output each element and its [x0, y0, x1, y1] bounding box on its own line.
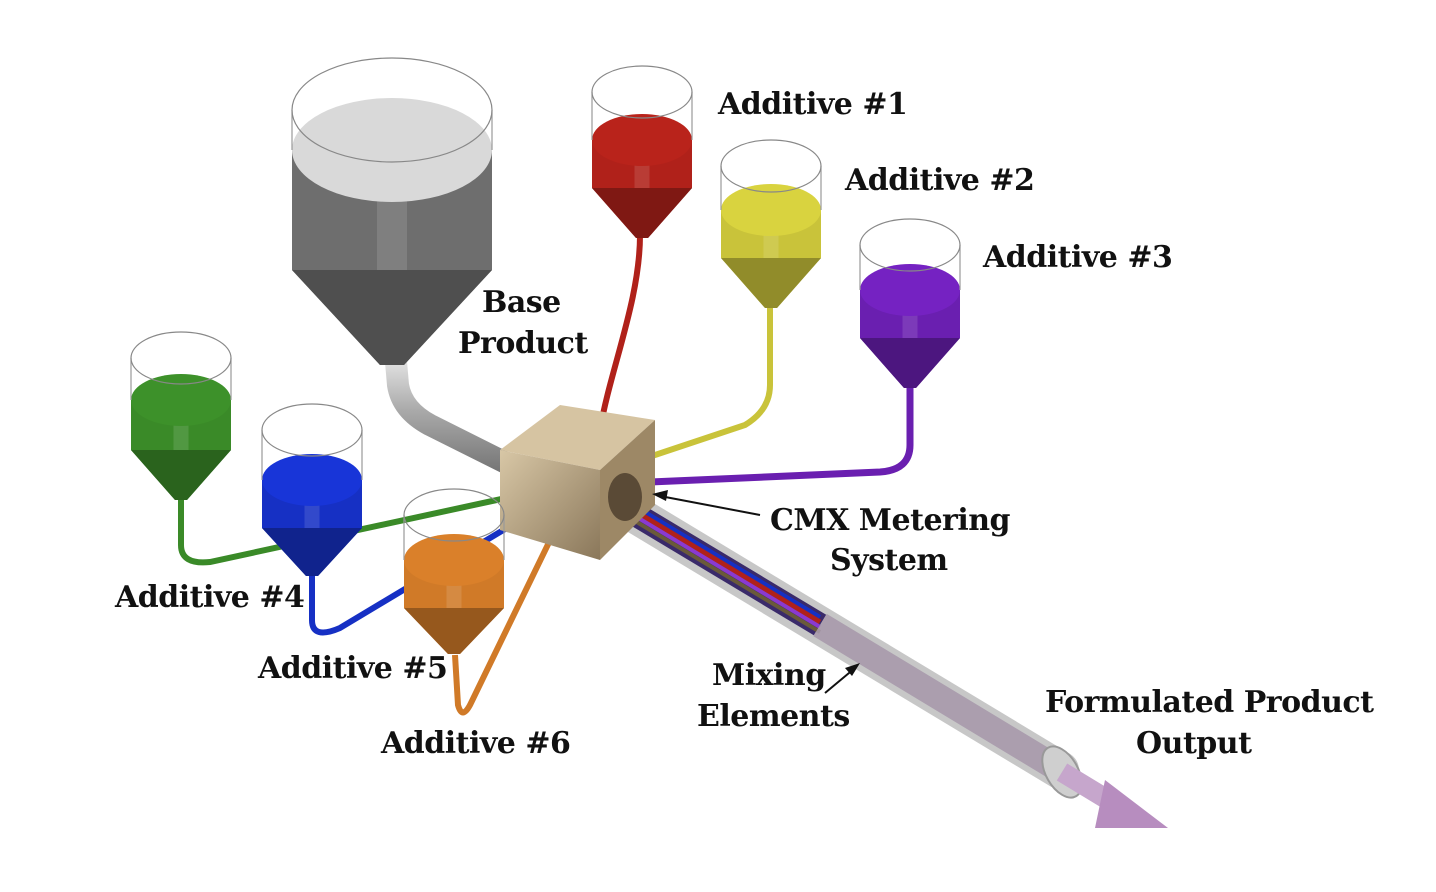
additive-5-label: Additive #5	[257, 651, 447, 686]
output-tube	[601, 486, 1083, 799]
additive-5-line	[309, 505, 542, 636]
base-product-label-line1: Base	[482, 285, 561, 320]
additive-1-label: Additive #1	[717, 87, 907, 122]
output-label-line1: Formulated Product	[1045, 685, 1374, 720]
additive-4-line	[178, 492, 521, 566]
mixing-label-line2: Elements	[697, 699, 850, 734]
base-product-hopper	[291, 57, 493, 365]
additive-4-label: Additive #4	[114, 580, 304, 615]
cmx-metering-block	[500, 405, 655, 560]
output-arrow-icon	[1056, 763, 1168, 828]
additive-2-line	[639, 305, 773, 463]
metering-callout-arrow	[652, 490, 761, 516]
additive-1-line	[597, 234, 643, 431]
additive-5-hopper	[261, 403, 363, 576]
additive-6-hopper	[403, 488, 505, 654]
metering-label-line1: CMX Metering	[770, 503, 1011, 538]
additive-3-hopper	[859, 218, 961, 388]
additive-3-line	[649, 385, 914, 486]
additive-6-line	[452, 528, 558, 716]
additive-4-hopper	[130, 331, 232, 500]
mixing-label-line1: Mixing	[712, 658, 826, 693]
additive-2-label: Additive #2	[844, 163, 1034, 198]
mixing-elements	[813, 613, 1062, 779]
metering-label-line2: System	[830, 543, 948, 578]
additive-2-hopper	[720, 139, 822, 308]
base-product-label-line2: Product	[458, 326, 588, 361]
base-product-pipe	[384, 339, 531, 481]
additive-1-hopper	[591, 65, 693, 238]
additive-3-label: Additive #3	[982, 240, 1172, 275]
mixing-callout-arrow	[824, 663, 860, 694]
additive-6-label: Additive #6	[380, 726, 570, 761]
output-label-line2: Output	[1136, 726, 1252, 761]
